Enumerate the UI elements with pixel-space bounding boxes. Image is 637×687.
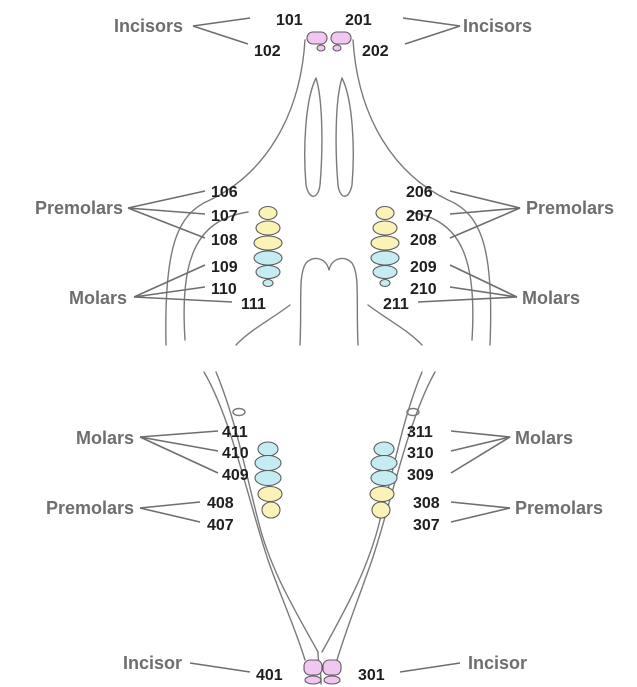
upper-right-cheek-teeth: [371, 207, 399, 287]
tooth-201[interactable]: [331, 32, 351, 44]
tooth-number-labels: 101 102 201 202 106 107 108 109 110 111 …: [207, 12, 440, 684]
tooth-308[interactable]: [370, 487, 394, 502]
number-211: 211: [383, 296, 409, 313]
number-408: 408: [207, 495, 234, 512]
number-107: 107: [211, 208, 238, 225]
tooth-309[interactable]: [371, 471, 397, 486]
label-lower-left-premolars: Premolars: [46, 498, 134, 518]
lower-left-cheek-teeth: [255, 442, 282, 518]
label-upper-left-premolars: Premolars: [35, 198, 123, 218]
label-lower-left-incisor: Incisor: [123, 653, 182, 673]
tooth-111[interactable]: [263, 280, 273, 287]
number-109: 109: [211, 259, 238, 276]
number-111: 111: [241, 296, 266, 313]
number-409: 409: [222, 467, 249, 484]
tooth-211[interactable]: [380, 280, 390, 287]
tooth-409[interactable]: [255, 471, 281, 486]
number-106: 106: [211, 184, 238, 201]
tooth-109[interactable]: [254, 251, 282, 265]
tooth-301[interactable]: [323, 660, 341, 675]
number-301: 301: [358, 667, 385, 684]
lower-incisors: [304, 660, 341, 684]
label-upper-right-molars: Molars: [522, 288, 580, 308]
lower-right-cheek-teeth: [370, 442, 397, 518]
tooth-401[interactable]: [304, 660, 322, 675]
number-206: 206: [406, 184, 433, 201]
group-labels: Incisors Incisors Premolars Premolars Mo…: [35, 16, 614, 673]
tooth-401-b: [305, 676, 321, 684]
tooth-107[interactable]: [256, 221, 280, 235]
label-upper-right-incisors: Incisors: [463, 16, 532, 36]
number-309: 309: [407, 467, 434, 484]
label-lower-left-molars: Molars: [76, 428, 134, 448]
tooth-311[interactable]: [374, 442, 394, 456]
number-210: 210: [410, 281, 437, 298]
leader-lines: [128, 18, 520, 672]
number-407: 407: [207, 517, 234, 534]
tooth-106[interactable]: [259, 207, 277, 220]
label-upper-left-molars: Molars: [69, 288, 127, 308]
tooth-101[interactable]: [307, 32, 327, 44]
tooth-307[interactable]: [372, 502, 390, 518]
tooth-407[interactable]: [262, 502, 280, 518]
tooth-108[interactable]: [254, 236, 282, 250]
tooth-410[interactable]: [255, 456, 281, 471]
tooth-408[interactable]: [258, 487, 282, 502]
number-410: 410: [222, 445, 249, 462]
number-401: 401: [256, 667, 283, 684]
label-lower-right-premolars: Premolars: [515, 498, 603, 518]
number-202: 202: [362, 43, 389, 60]
tooth-110[interactable]: [256, 266, 280, 279]
tooth-102[interactable]: [317, 45, 325, 51]
number-209: 209: [410, 259, 437, 276]
tooth-310[interactable]: [371, 456, 397, 471]
tooth-301-b: [324, 676, 340, 684]
label-lower-right-molars: Molars: [515, 428, 573, 448]
label-upper-left-incisors: Incisors: [114, 16, 183, 36]
tooth-208[interactable]: [371, 236, 399, 250]
number-201: 201: [345, 12, 372, 29]
tooth-411[interactable]: [258, 442, 278, 456]
label-upper-right-premolars: Premolars: [526, 198, 614, 218]
upper-incisors: [307, 32, 351, 51]
tooth-207[interactable]: [373, 221, 397, 235]
number-208: 208: [410, 232, 437, 249]
number-307: 307: [413, 517, 440, 534]
number-411: 411: [222, 424, 248, 441]
number-101: 101: [276, 12, 303, 29]
number-308: 308: [413, 495, 440, 512]
number-311: 311: [407, 424, 433, 441]
lower-jaw-outline: [204, 372, 435, 684]
number-207: 207: [406, 208, 433, 225]
number-102: 102: [254, 43, 281, 60]
tooth-202[interactable]: [333, 45, 341, 51]
number-108: 108: [211, 232, 238, 249]
upper-left-cheek-teeth: [254, 207, 282, 287]
number-110: 110: [211, 281, 237, 298]
label-lower-right-incisor: Incisor: [468, 653, 527, 673]
tooth-210[interactable]: [373, 266, 397, 279]
tooth-206[interactable]: [376, 207, 394, 220]
tooth-209[interactable]: [371, 251, 399, 265]
number-310: 310: [407, 445, 434, 462]
